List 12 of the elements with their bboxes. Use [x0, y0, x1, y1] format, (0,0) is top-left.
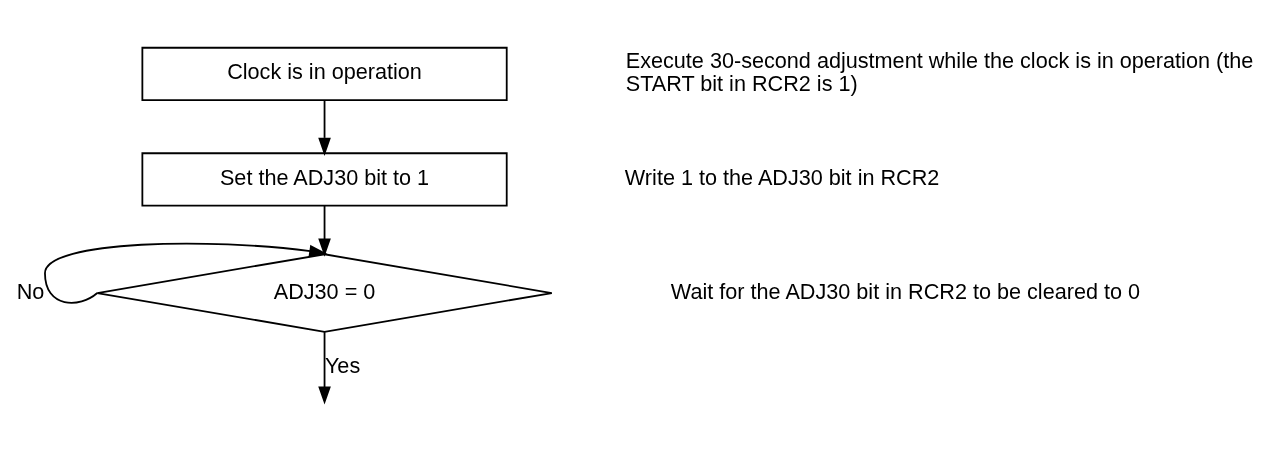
arrow	[318, 204, 331, 257]
label: Write 1 to the ADJ30 bit in RCR2	[624, 164, 940, 190]
arrow	[318, 98, 331, 156]
arrow	[44, 242, 328, 304]
node-box: Set the ADJ30 bit to 1	[141, 151, 508, 206]
edge-label: Yes	[324, 352, 361, 378]
node-box: Clock is in operation	[141, 46, 508, 101]
label: Execute 30-second adjustment while the clock is in operation (the START bit in RCR2 is 1)	[625, 47, 1254, 96]
arrow	[318, 330, 331, 405]
node-diamond: ADJ30 = 0	[96, 252, 553, 333]
label: Wait for the ADJ30 bit in RCR2 to be cleared to 0	[670, 278, 1141, 304]
edge-label: No	[16, 278, 45, 304]
